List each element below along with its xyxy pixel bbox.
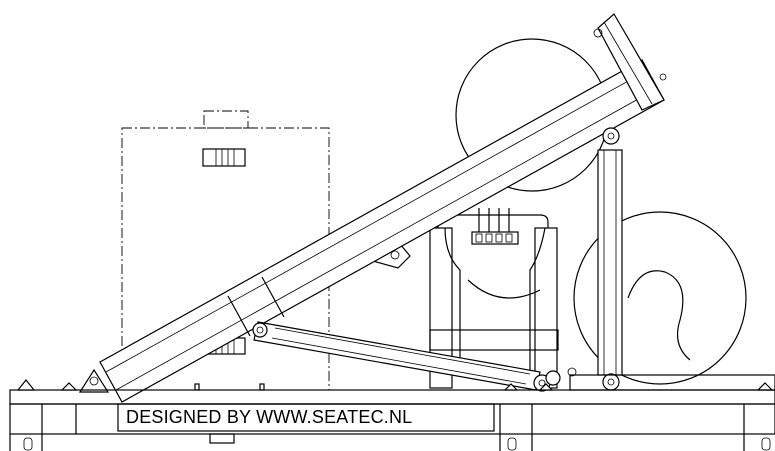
boom-pivot: [78, 367, 577, 393]
boom-arm: [99, 13, 667, 403]
designed-by-text: DESIGNED BY WWW.SEATEC.NL: [126, 407, 412, 427]
hydraulic-cylinder-vertical: [597, 127, 623, 391]
base-frame: [9, 374, 775, 451]
hydraulic-cylinder-diagonal: [252, 321, 551, 392]
